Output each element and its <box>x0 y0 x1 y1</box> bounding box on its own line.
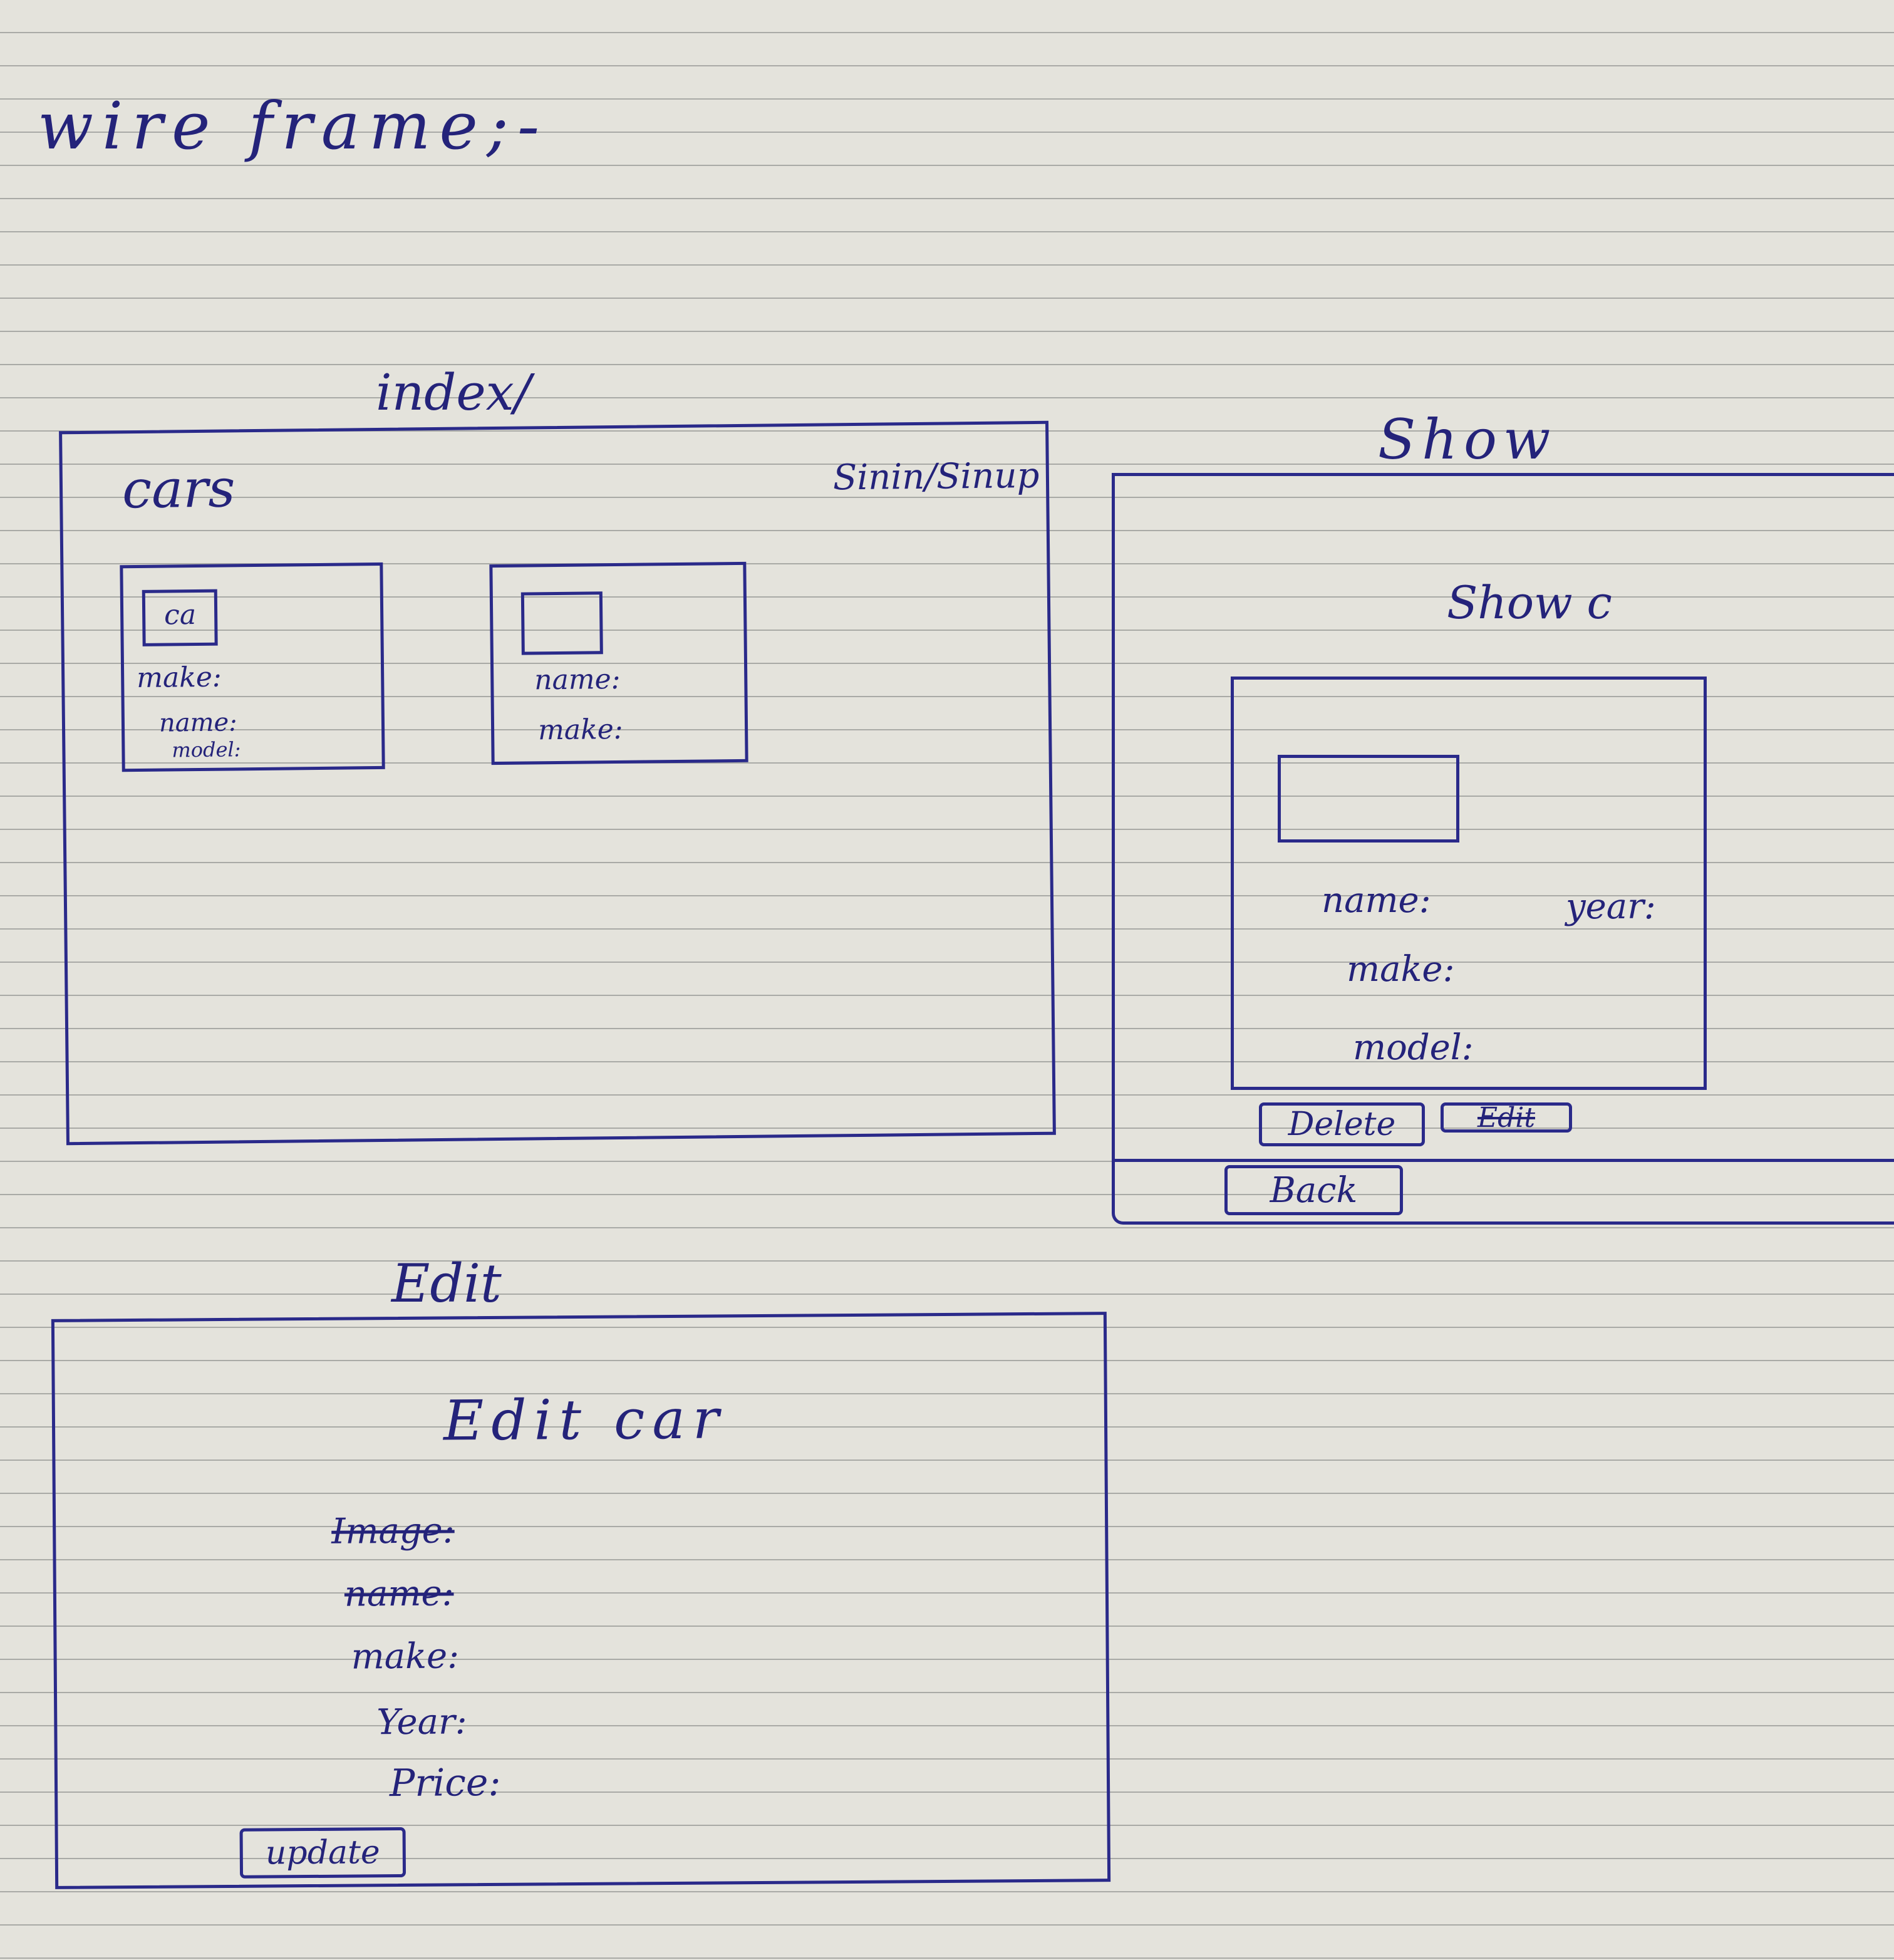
index-frame: cars Sinin/Sinup ca make: name: model: n… <box>59 420 1056 1146</box>
edit-frame: Edit car Image: name: make: Year: Price:… <box>51 1312 1111 1889</box>
show-heading: Show c <box>1447 576 1612 629</box>
show-frame: Show c name: year: make: model: Delete E… <box>1112 473 1894 1162</box>
car-image-placeholder <box>1278 755 1459 843</box>
car-image-placeholder: ca <box>142 589 218 646</box>
index-header: cars <box>122 457 235 521</box>
back-button[interactable]: Back <box>1224 1165 1403 1215</box>
edit-button[interactable]: Edit <box>1441 1102 1572 1134</box>
card-field: name: <box>534 663 621 697</box>
edit-field-make: make: <box>351 1636 460 1677</box>
car-image-label: ca <box>163 599 197 631</box>
card-field: make: <box>537 713 623 747</box>
index-label: index/ <box>376 363 531 422</box>
edit-label: Edit <box>391 1253 502 1314</box>
update-button[interactable]: update <box>239 1827 406 1879</box>
car-card[interactable]: name: make: <box>489 561 748 765</box>
delete-button[interactable]: Delete <box>1259 1102 1425 1146</box>
edit-field-image: Image: <box>331 1510 455 1552</box>
edit-field-price: Price: <box>389 1760 501 1806</box>
show-back-bar: Back <box>1112 1162 1894 1225</box>
card-field: model: <box>172 737 241 762</box>
page-title: wire frame;- <box>38 88 549 164</box>
show-label: Show <box>1378 407 1557 472</box>
show-field-name: name: <box>1322 880 1431 921</box>
signin-signup-link[interactable]: Sinin/Sinup <box>832 455 1040 499</box>
card-field: make: <box>136 661 222 695</box>
car-image-placeholder <box>520 591 603 655</box>
card-field: name: <box>158 708 237 738</box>
show-field-year: year: <box>1566 886 1656 927</box>
car-card[interactable]: ca make: name: model: <box>120 562 385 772</box>
edit-field-year: Year: <box>376 1701 467 1743</box>
show-detail-card: name: year: make: model: <box>1231 677 1707 1090</box>
show-field-make: make: <box>1347 949 1455 990</box>
edit-heading: Edit car <box>443 1386 727 1453</box>
show-field-model: model: <box>1353 1027 1474 1068</box>
edit-field-name: name: <box>344 1573 454 1615</box>
